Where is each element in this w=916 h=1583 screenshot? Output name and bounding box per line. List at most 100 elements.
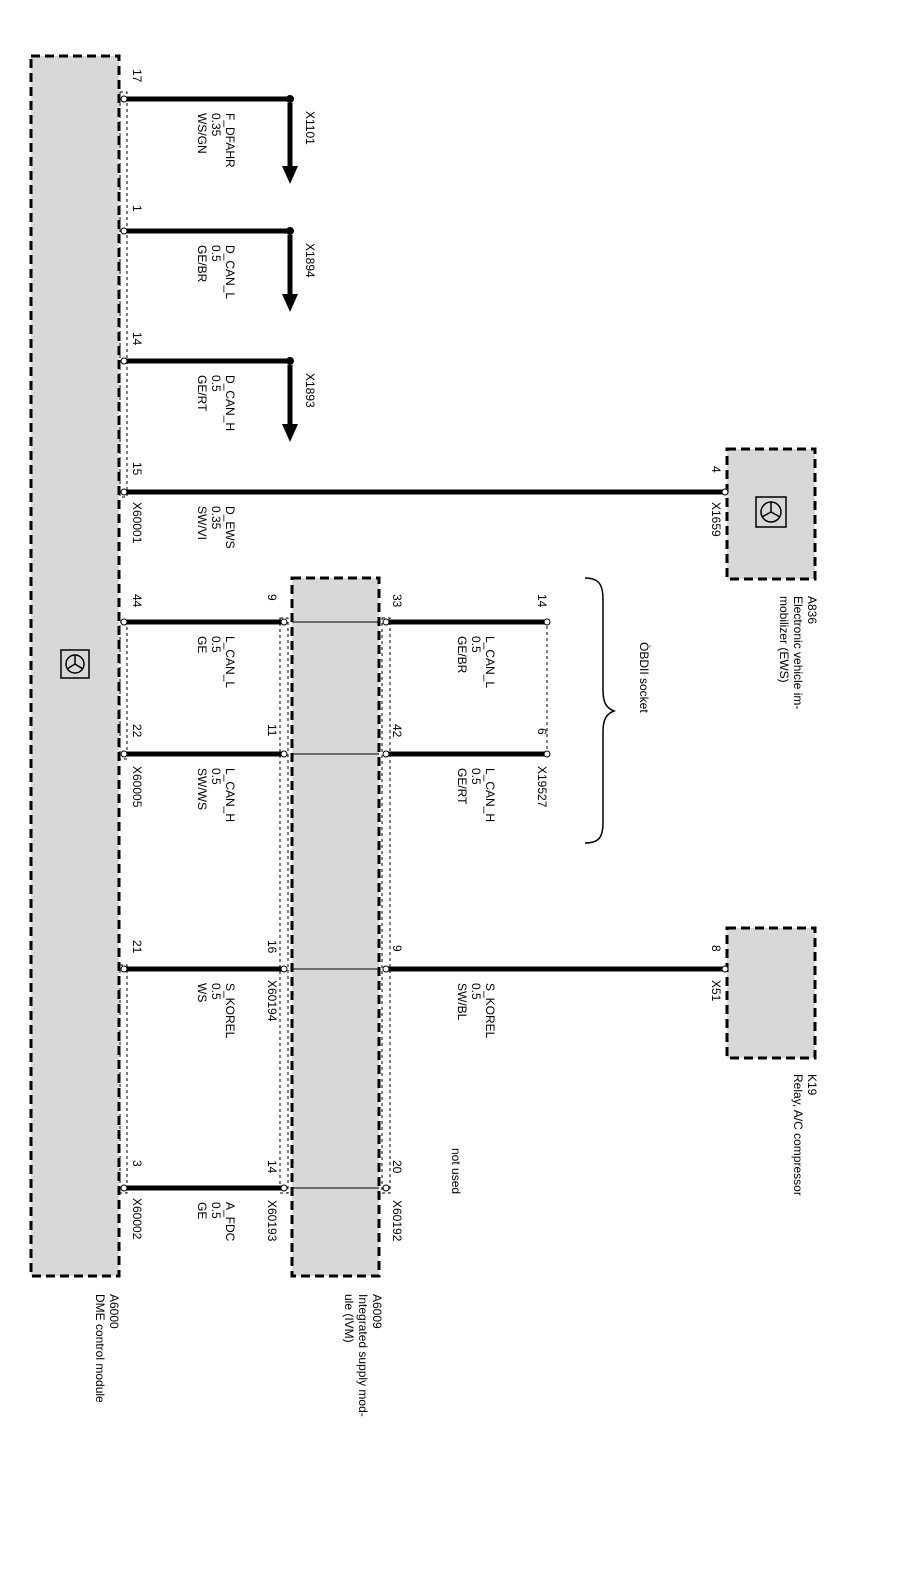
wire-name: S_KOREL — [223, 983, 237, 1039]
arrow-x1893-icon — [282, 365, 298, 442]
pin-label: 20 — [390, 1160, 404, 1174]
pin-label: 4 — [709, 466, 723, 473]
pin-not-used — [382, 1184, 390, 1192]
pin-label: 15 — [130, 462, 144, 476]
pin-label: 14 — [130, 332, 144, 346]
wire-color: GE/RT — [195, 375, 209, 412]
wire-color: GE/BR — [455, 636, 469, 674]
connector-label: X1659 — [709, 502, 723, 537]
connector-label: X60001 — [130, 502, 144, 544]
wire-color: SW/VI — [195, 506, 209, 540]
wire-s-korel-right[interactable] — [382, 965, 729, 973]
wire-gauge: 0.5 — [469, 983, 483, 1000]
wire-l-can-l[interactable] — [120, 618, 288, 626]
ews-module-box[interactable] — [725, 447, 817, 581]
obdii-socket-label: ÒBDII socket — [637, 642, 652, 713]
wire-gauge: 0.5 — [209, 768, 223, 785]
pin-label: 33 — [390, 594, 404, 608]
pin-label: 44 — [130, 594, 144, 608]
wire-name: D_EWS — [223, 506, 237, 549]
not-used-label: not used — [449, 1148, 463, 1194]
wire-name: L_CAN_L — [483, 636, 497, 688]
wire-gauge: 0.5 — [209, 245, 223, 262]
connector-label: X51 — [709, 980, 723, 1002]
wire-f-dfahr[interactable] — [120, 95, 294, 103]
dme-logo-icon — [60, 649, 90, 679]
pin-label: 14 — [265, 1160, 279, 1174]
pin-label: 9 — [390, 945, 404, 952]
obdii-brace — [584, 577, 617, 844]
pin-label: 42 — [390, 724, 404, 738]
wire-l-can-h[interactable] — [120, 750, 288, 758]
ews-logo-icon — [755, 496, 787, 528]
ivm-module-id: A6009 — [370, 1294, 384, 1329]
pin-label: 6 — [535, 728, 549, 735]
wire-s-korel-left[interactable] — [120, 965, 288, 973]
dme-module-name: DME control module — [93, 1294, 107, 1403]
wire-name: F_DFAHR — [223, 113, 237, 168]
wire-color: GE — [195, 636, 209, 653]
dest-connector-label: X1893 — [303, 373, 317, 408]
wire-a-fdc[interactable] — [120, 1184, 288, 1192]
wire-name: A_FDC — [223, 1202, 237, 1242]
wire-name: S_KOREL — [483, 983, 497, 1039]
ivm-connector-outline-a — [279, 617, 289, 1194]
wire-gauge: 0.5 — [469, 768, 483, 785]
dme-connector-outline-1 — [119, 91, 128, 498]
pin-label: 11 — [265, 724, 279, 737]
wire-gauge: 0.35 — [209, 113, 223, 137]
ivm-module-name: Integrated supply mod- — [356, 1294, 370, 1417]
pin-label: 16 — [265, 940, 279, 954]
wire-d-can-h[interactable] — [120, 357, 294, 365]
label-layer: 17 1 14 15 44 22 21 3 X60001 X60005 X600… — [93, 69, 819, 1417]
wire-color: WS — [195, 983, 209, 1002]
connector-label: X60192 — [390, 1200, 404, 1242]
wire-name: L_CAN_H — [223, 768, 237, 822]
connector-label: X60005 — [130, 766, 144, 808]
pin-label: 21 — [130, 940, 144, 954]
pin-label: 8 — [709, 945, 723, 952]
dest-connector-label: X1101 — [303, 111, 317, 145]
connector-label: X19527 — [535, 766, 549, 808]
pin-label: 1 — [130, 205, 144, 212]
wire-color: GE — [195, 1202, 209, 1219]
wire-name: D_CAN_L — [223, 245, 237, 299]
wire-name: L_CAN_L — [223, 636, 237, 688]
pin-label: 3 — [130, 1160, 144, 1167]
ivm-connector-outline-b — [381, 617, 391, 1194]
dme-connector-outline-2 — [119, 621, 128, 760]
connector-label: X60002 — [130, 1198, 144, 1240]
wire-name: D_CAN_H — [223, 375, 237, 431]
ivm-module-name: ule (IVM) — [342, 1294, 356, 1343]
wire-l-can-h-right[interactable] — [382, 750, 551, 758]
wire-name: L_CAN_H — [483, 768, 497, 822]
wire-gauge: 0.5 — [469, 636, 483, 653]
ews-module-name: Electronic vehicle im- — [791, 596, 805, 709]
wire-d-can-l[interactable] — [120, 227, 294, 235]
connector-label: X60193 — [265, 1200, 279, 1242]
wire-gauge: 0.5 — [209, 636, 223, 653]
dme-connector-outline-3 — [119, 964, 128, 1194]
wire-color: GE/BR — [195, 245, 209, 283]
pin-label: 14 — [535, 594, 549, 608]
relay-module-name: Relay, A/C compressor — [791, 1074, 805, 1196]
wire-color: SW/BL — [455, 983, 469, 1021]
wire-gauge: 0.5 — [209, 1202, 223, 1219]
wire-gauge: 0.5 — [209, 375, 223, 392]
wire-color: WS/GN — [195, 113, 209, 154]
dme-module-box[interactable] — [29, 54, 121, 1278]
pin-label: 22 — [130, 724, 144, 738]
wire-d-ews[interactable] — [120, 488, 729, 496]
relay-module-id: K19 — [805, 1074, 819, 1096]
wire-gauge: 0.5 — [209, 983, 223, 1000]
pin-label: 17 — [130, 69, 144, 83]
ews-module-name: mobilizer (EWS) — [777, 596, 791, 683]
wire-color: SW/WS — [195, 768, 209, 810]
ivm-module-box[interactable] — [290, 576, 381, 1278]
dest-connector-label: X1894 — [303, 243, 317, 278]
ews-module-id: A836 — [805, 596, 819, 624]
relay-module-box[interactable] — [725, 926, 817, 1060]
wire-color: GE/RT — [455, 768, 469, 805]
wire-l-can-l-right[interactable] — [382, 618, 551, 626]
